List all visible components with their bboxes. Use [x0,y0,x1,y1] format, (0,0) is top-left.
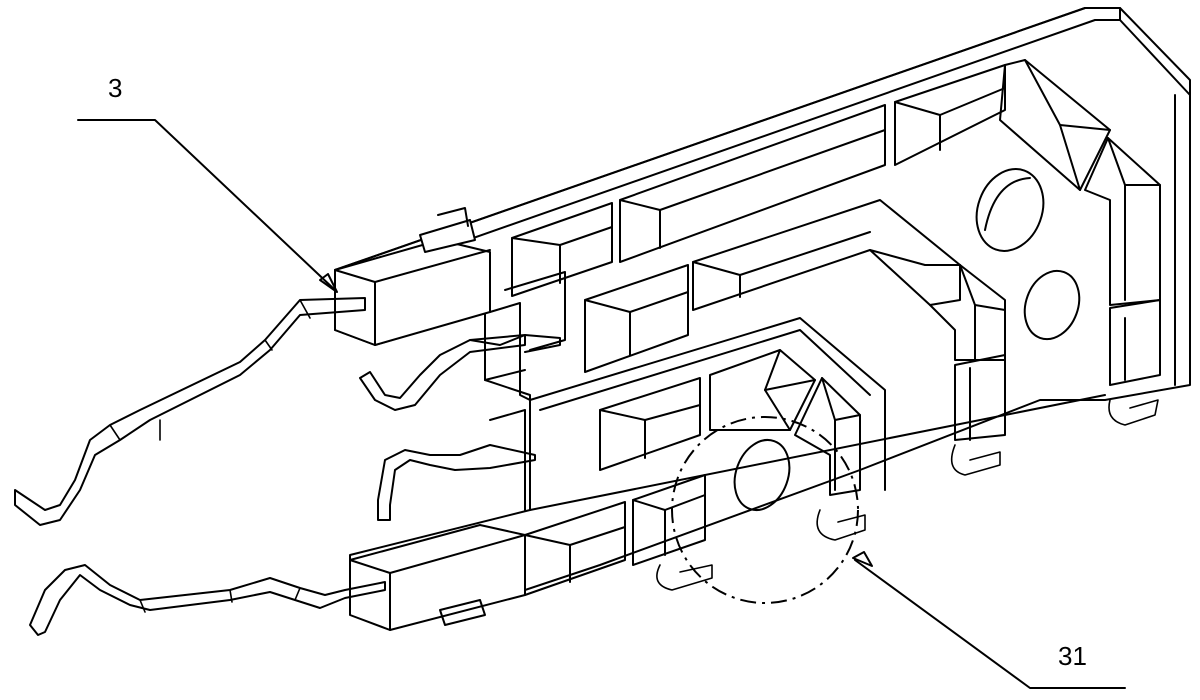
mounting-holes [733,168,1081,511]
lower-step-block [529,317,886,496]
bottom-clips [656,399,1159,591]
upper-window-row [511,64,1006,297]
mid-chevron-window [929,264,1006,441]
lower-plug-block [349,524,526,631]
terminal-pins [14,297,561,636]
detail-circle [671,416,859,604]
middle-window-row [584,199,961,373]
bottom-window-row [524,474,706,596]
reference-label-31: 31 [1058,641,1087,671]
leader-lines [77,119,1126,689]
reference-label-3: 3 [108,73,122,103]
right-chevron-window [999,59,1161,386]
upper-plug-block [334,207,491,346]
housing-left-step [484,271,566,511]
